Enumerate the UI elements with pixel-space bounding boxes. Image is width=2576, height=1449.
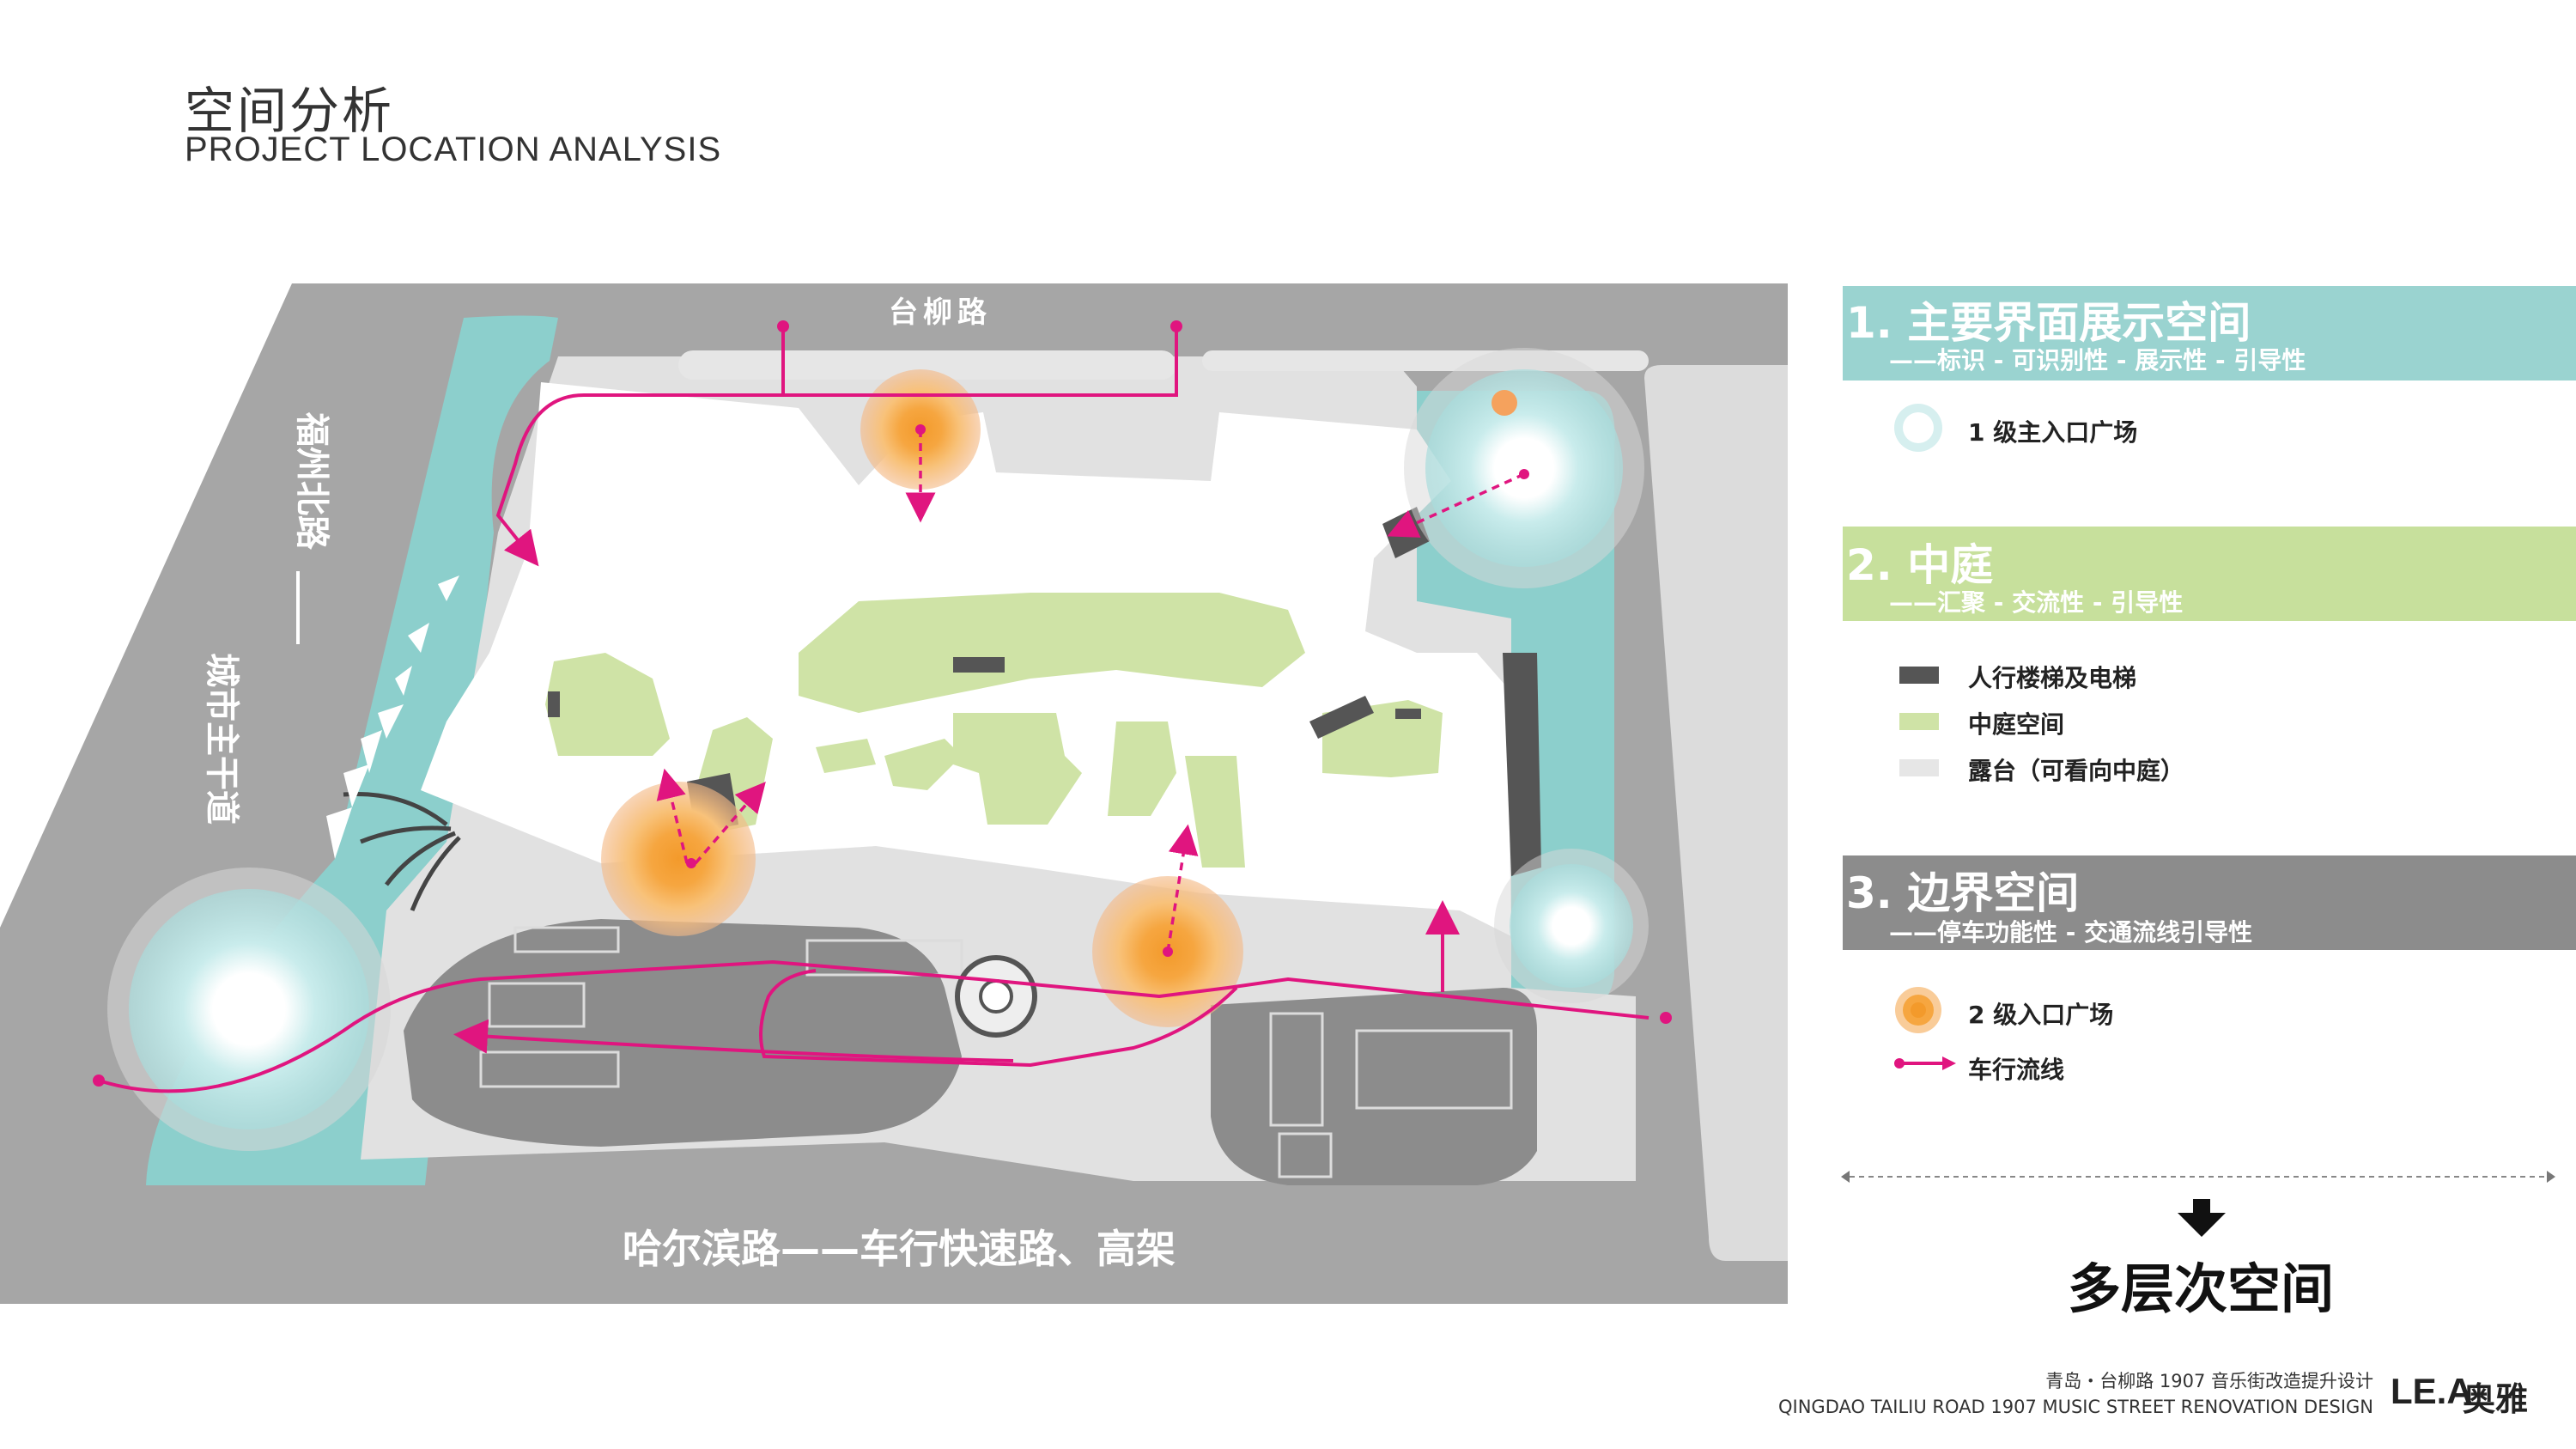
secondary-plaza-left [601, 782, 756, 936]
footer-project-en: QINGDAO TAILIU ROAD 1907 MUSIC STREET RE… [1778, 1397, 2373, 1417]
atrium-green-5 [816, 739, 876, 773]
primary-plaza-icon [1894, 404, 1942, 452]
atrium-green-6 [884, 739, 962, 790]
entry-points [686, 424, 1529, 957]
stair-block-2 [953, 657, 1005, 673]
atrium-green-9 [1185, 756, 1245, 868]
vehicle-flow-icon [1894, 1056, 1956, 1070]
primary-plaza-ne [1404, 348, 1644, 588]
flow-point-4 [1660, 1012, 1672, 1024]
stair-block-1 [548, 691, 560, 717]
teal-shards [326, 575, 459, 859]
road-label-left-b: 城市主干道 [202, 653, 241, 825]
conclusion-title: 多层次空间 [2068, 1257, 2335, 1320]
legend-label-terrace: 露台（可看向中庭） [1968, 757, 2185, 785]
stair-block-4 [1309, 696, 1374, 739]
atrium-green-8 [1108, 721, 1176, 816]
adjacent-block [1644, 365, 1788, 1261]
page-title: 空间分析 [185, 82, 395, 140]
flow-point-2 [1170, 320, 1182, 332]
legend-band-3 [1843, 855, 2576, 950]
down-arrow-icon [2178, 1199, 2226, 1237]
page-subtitle: PROJECT LOCATION ANALYSIS [185, 131, 722, 168]
legend-subtitle-2: ——汇聚 - 交流性 - 引导性 [1889, 588, 2184, 617]
entry-arrows [656, 429, 1525, 953]
legend-subtitle-1: ——标识 - 可识别性 - 展示性 - 引导性 [1889, 346, 2306, 374]
logo-mark: LE.A [2391, 1371, 2473, 1411]
stair-elevator-swatch [1899, 667, 1939, 684]
flow-point-1 [777, 320, 789, 332]
legend-label-atrium: 中庭空间 [1968, 710, 2065, 739]
road-slot-top-left [678, 350, 1176, 380]
atrium-green-7 [953, 713, 1082, 825]
flow-point-3 [93, 1075, 105, 1087]
legend-band-1 [1843, 286, 2576, 381]
road-label-left-a: 福州北路 [292, 411, 331, 551]
divider-line [1841, 1171, 2555, 1183]
stair-block-3 [1395, 709, 1421, 719]
parking-lot-right [1211, 988, 1537, 1185]
legend-subtitle-3: ——停车功能性 - 交通流线引导性 [1889, 918, 2253, 947]
parking-lot-left [404, 919, 962, 1147]
legend-label-primary-plaza: 1 级主入口广场 [1968, 418, 2138, 447]
legend-title-2: 2. 中庭 [1846, 540, 1994, 590]
legend-label-secondary-plaza: 2 级入口广场 [1968, 1001, 2114, 1029]
footer-project-cn: 青岛・台柳路 1907 音乐街改造提升设计 [2045, 1371, 2373, 1391]
legend-label-vehicle-flow: 车行流线 [1968, 1056, 2065, 1084]
logo-cn: 奥雅 [2463, 1380, 2529, 1418]
legend-title-1: 1. 主要界面展示空间 [1846, 298, 2251, 348]
primary-plaza-nw [107, 868, 391, 1151]
road-label-bottom: 哈尔滨路——车行快速路、高架 [623, 1226, 1176, 1272]
road-label-top: 台柳路 [889, 295, 992, 330]
secondary-plaza-icon [1895, 987, 1941, 1033]
atrium-green-1 [545, 653, 670, 756]
legend-band-2 [1843, 527, 2576, 621]
terrace-swatch [1899, 759, 1939, 776]
legend-label-stair: 人行楼梯及电梯 [1968, 664, 2137, 692]
stair-block-6 [1503, 653, 1541, 876]
roundabout-center [979, 979, 1013, 1014]
atrium-green-2 [799, 593, 1305, 713]
parking-stalls [479, 926, 1513, 1178]
small-orange-marker [1492, 390, 1517, 416]
atrium-swatch [1899, 713, 1939, 730]
road-left-dash [296, 571, 300, 644]
vehicle-flow [98, 326, 1649, 1093]
primary-plaza-e [1494, 849, 1649, 1003]
legend-title-3: 3. 边界空间 [1846, 868, 2080, 918]
